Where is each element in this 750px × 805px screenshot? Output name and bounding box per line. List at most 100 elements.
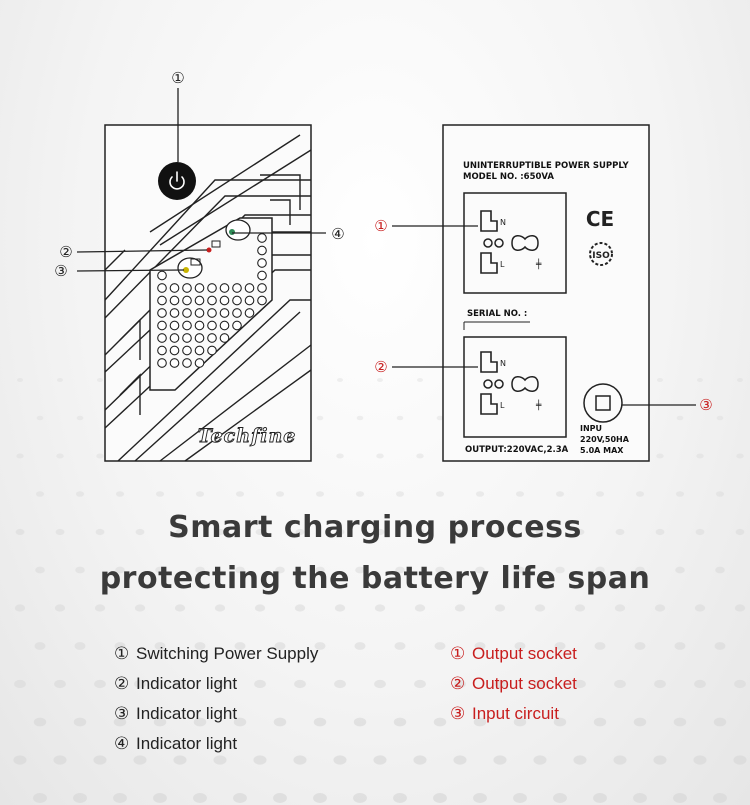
vent-hole bbox=[232, 308, 242, 318]
vent-hole bbox=[157, 270, 167, 281]
background-dot bbox=[153, 717, 167, 727]
background-dot bbox=[474, 642, 486, 650]
background-dot bbox=[135, 528, 145, 536]
background-dot bbox=[676, 415, 684, 421]
background-dot bbox=[673, 793, 687, 803]
background-dot bbox=[193, 793, 207, 803]
vent-hole bbox=[257, 283, 267, 293]
background-dot bbox=[314, 642, 326, 650]
socket-icon: N L ╪ bbox=[480, 351, 542, 415]
background-dot bbox=[633, 793, 647, 803]
output-socket-2: N L ╪ bbox=[463, 336, 567, 438]
legend-number: ② bbox=[450, 674, 466, 693]
background-dot bbox=[733, 755, 747, 765]
background-dot bbox=[353, 717, 367, 727]
front-callout-4: ④ bbox=[331, 225, 344, 243]
background-dot bbox=[235, 566, 245, 574]
background-dot bbox=[455, 528, 465, 536]
background-dot bbox=[513, 717, 527, 727]
background-dot bbox=[514, 642, 526, 650]
vent-hole bbox=[257, 233, 267, 243]
led-2-symbol bbox=[211, 240, 221, 248]
vent-hole bbox=[169, 283, 180, 293]
background-dot bbox=[697, 378, 703, 382]
vent-hole bbox=[219, 308, 230, 318]
background-dot bbox=[633, 717, 647, 727]
background-dot bbox=[73, 793, 87, 803]
background-dot bbox=[413, 755, 427, 765]
front-callouts bbox=[76, 88, 326, 272]
svg-text:ISO: ISO bbox=[592, 251, 610, 261]
svg-text:L: L bbox=[500, 260, 505, 269]
background-dot bbox=[634, 642, 646, 650]
background-dot bbox=[255, 528, 265, 536]
vent-hole bbox=[194, 320, 205, 331]
background-dot bbox=[395, 566, 405, 574]
background-dot bbox=[15, 528, 25, 536]
back-panel: UNINTERRUPTIBLE POWER SUPPLY MODEL NO. :… bbox=[442, 124, 650, 462]
background-dot bbox=[535, 528, 545, 536]
background-dot bbox=[195, 491, 205, 497]
background-dot bbox=[17, 378, 23, 382]
background-dot bbox=[473, 793, 487, 803]
legend-number: ② bbox=[114, 674, 130, 693]
background-dot bbox=[376, 453, 384, 459]
background-dot bbox=[155, 566, 165, 574]
background-dot bbox=[654, 679, 666, 689]
background-dot bbox=[396, 415, 404, 421]
vent-hole bbox=[157, 333, 167, 343]
background-dot bbox=[415, 528, 425, 536]
background-dot bbox=[254, 679, 266, 689]
vent-hole bbox=[257, 270, 267, 281]
background-dot bbox=[254, 604, 266, 612]
background-dot bbox=[316, 415, 324, 421]
background-dot bbox=[293, 755, 307, 765]
background-dot bbox=[233, 717, 247, 727]
background-dot bbox=[416, 453, 424, 459]
background-dot bbox=[35, 566, 45, 574]
vent-hole bbox=[207, 320, 217, 331]
background-dot bbox=[14, 604, 26, 612]
svg-text:╪: ╪ bbox=[535, 258, 542, 270]
background-dot bbox=[75, 566, 85, 574]
background-dot bbox=[395, 491, 405, 497]
vent-hole bbox=[244, 308, 255, 318]
background-dot bbox=[253, 755, 267, 765]
background-dot bbox=[14, 679, 26, 689]
background-dot bbox=[195, 566, 205, 574]
vent-hole bbox=[182, 333, 192, 343]
background-dot bbox=[174, 679, 186, 689]
headline-line1: Smart charging process bbox=[168, 510, 582, 545]
vent-hole bbox=[244, 283, 255, 293]
legend-front-item: ② Indicator light bbox=[114, 669, 318, 699]
led-4-light bbox=[229, 229, 235, 235]
background-dot bbox=[115, 566, 125, 574]
background-dot bbox=[295, 528, 305, 536]
legend-label: Indicator light bbox=[136, 734, 238, 753]
background-dot bbox=[73, 717, 87, 727]
vent-hole bbox=[182, 295, 192, 306]
background-dot bbox=[76, 415, 84, 421]
background-dot bbox=[555, 566, 565, 574]
legend-number: ① bbox=[114, 644, 130, 663]
background-dot bbox=[513, 793, 527, 803]
legend-label: Output socket bbox=[472, 644, 577, 663]
background-dot bbox=[553, 793, 567, 803]
legend-label: Indicator light bbox=[136, 674, 238, 693]
background-dot bbox=[354, 642, 366, 650]
background-dot bbox=[194, 642, 206, 650]
background-dot bbox=[454, 604, 466, 612]
background-dot bbox=[215, 528, 225, 536]
serial-label: SERIAL NO. : bbox=[467, 309, 527, 319]
background-dot bbox=[335, 528, 345, 536]
background-dot bbox=[534, 604, 546, 612]
vent-hole bbox=[244, 295, 255, 306]
svg-text:N: N bbox=[500, 359, 506, 368]
back-callout-1: ① bbox=[374, 217, 387, 235]
background-dot bbox=[394, 642, 406, 650]
background-dot bbox=[614, 604, 626, 612]
background-dot bbox=[435, 566, 445, 574]
